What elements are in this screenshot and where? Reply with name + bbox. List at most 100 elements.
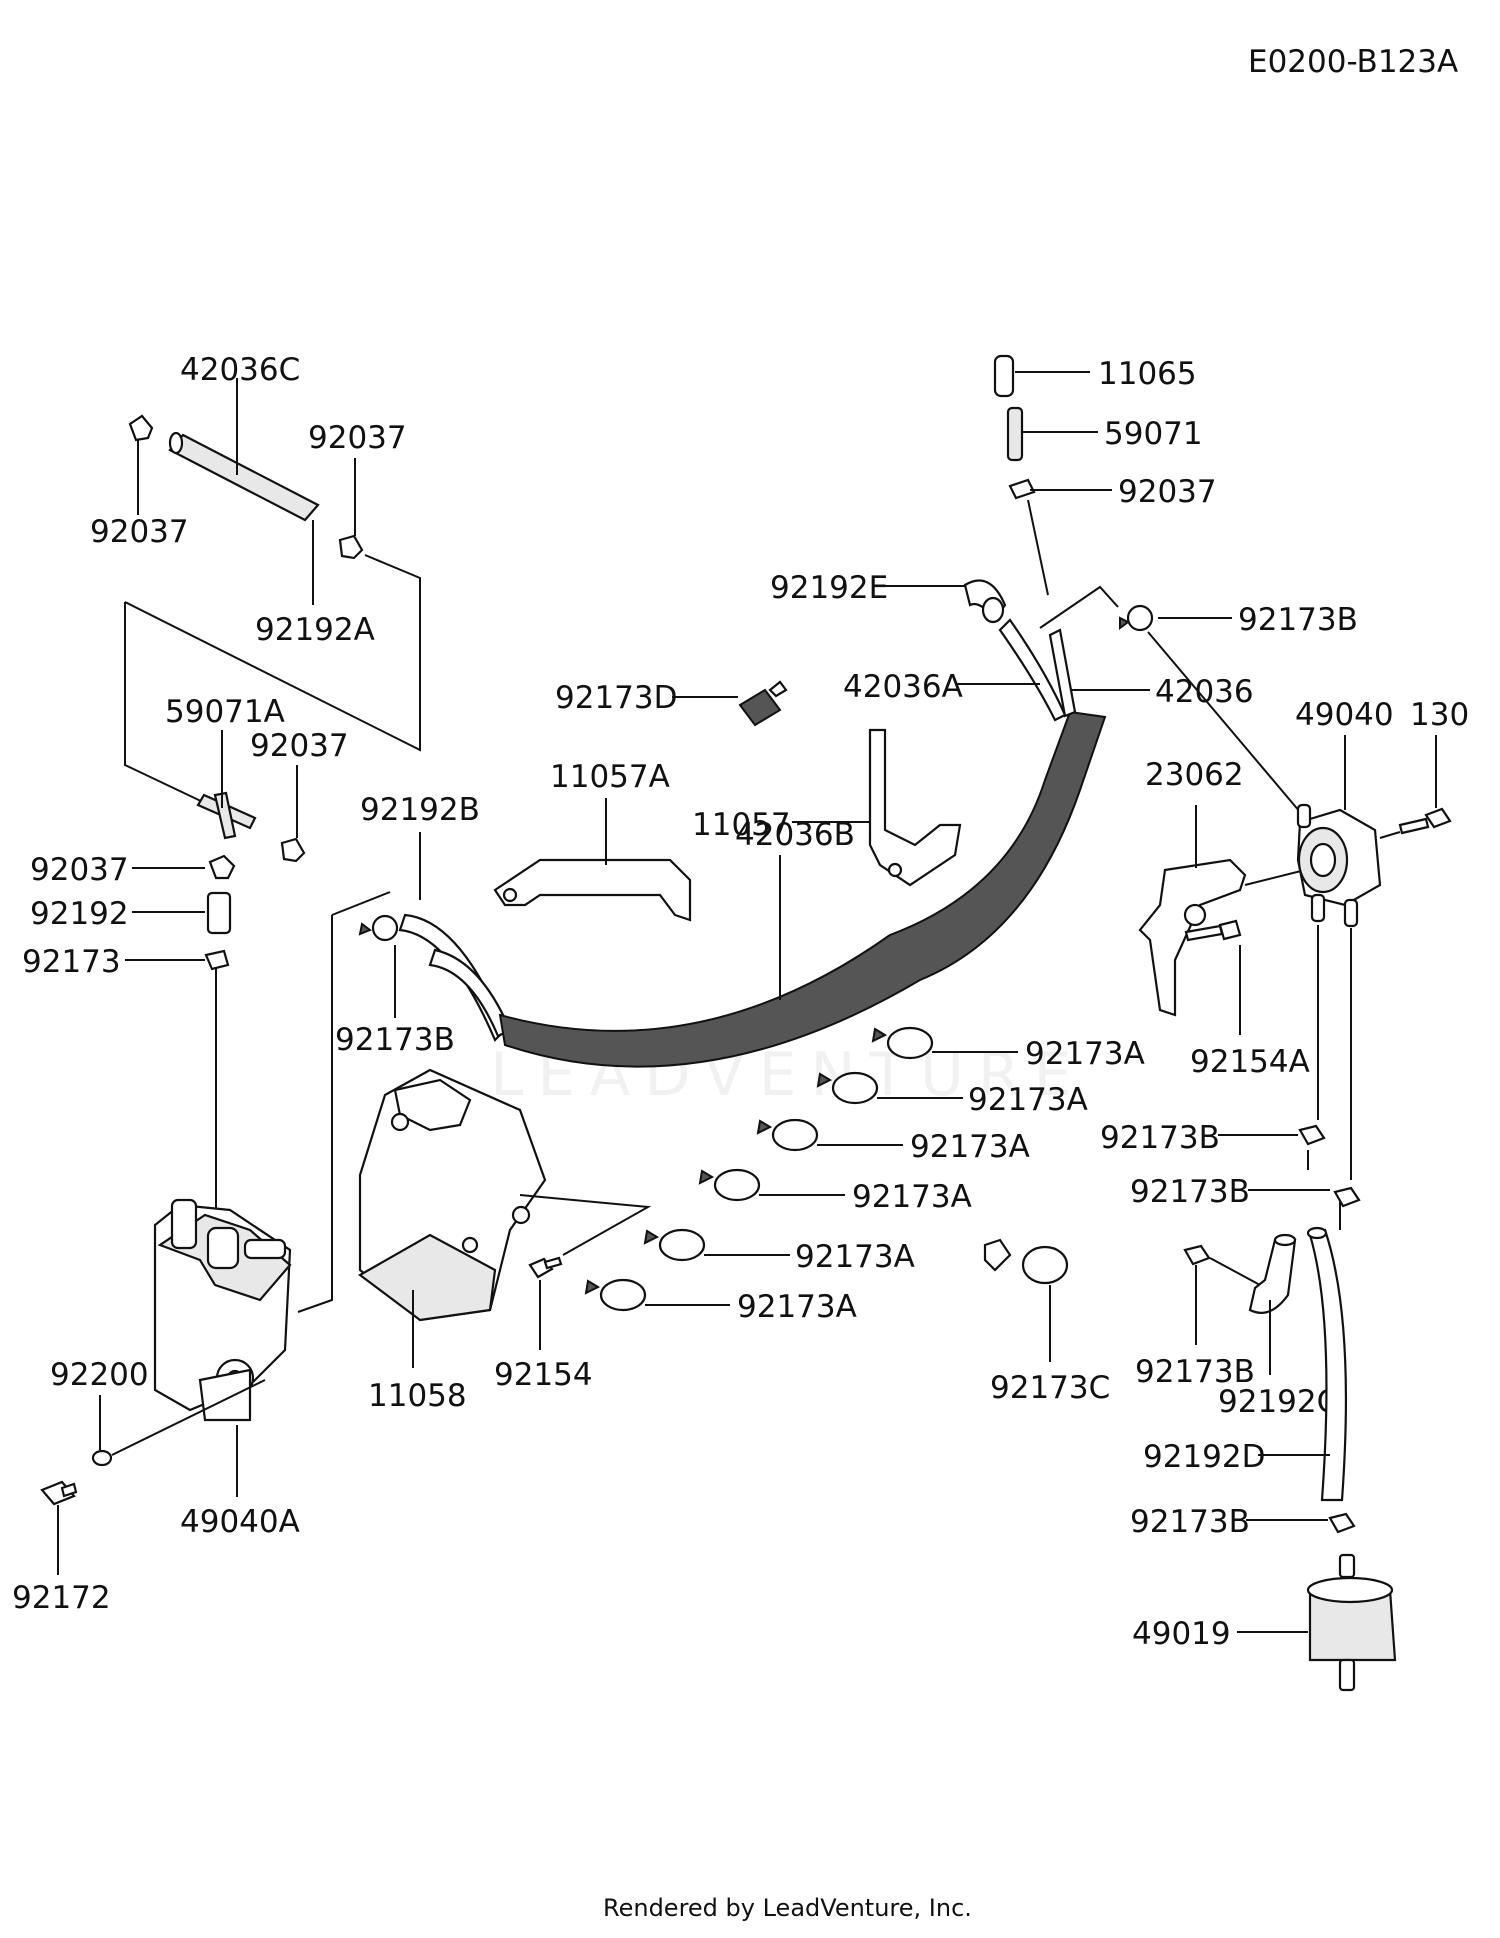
part-clip-92037-top-left — [128, 414, 154, 442]
part-washer-92200 — [91, 1449, 113, 1467]
part-hose-92192e — [963, 579, 1007, 624]
guide-130 — [1379, 831, 1401, 839]
label-92192e: 92192E — [770, 570, 888, 606]
label-92154: 92154 — [494, 1357, 593, 1393]
label-92173b-top: 92173B — [1238, 602, 1358, 638]
label-59071a: 59071A — [165, 694, 285, 730]
part-bolt-92154a — [1184, 919, 1242, 942]
part-hose-42036c — [168, 431, 320, 522]
label-92192d: 92192D — [1143, 1439, 1266, 1475]
label-92173b-left: 92173B — [335, 1022, 455, 1058]
guide-lines-top-left — [124, 554, 421, 752]
guide-92173b-top — [1147, 631, 1301, 813]
label-92173a-5: 92173A — [795, 1239, 915, 1275]
label-92173b-r3: 92173B — [1135, 1354, 1255, 1390]
label-42036c: 42036C — [180, 352, 300, 388]
label-92173: 92173 — [22, 944, 121, 980]
part-hose-42036a — [998, 618, 1077, 722]
label-11058: 11058 — [368, 1378, 467, 1414]
part-clip-92037-mid — [338, 534, 364, 560]
label-92037-mid: 92037 — [308, 420, 407, 456]
part-clamp-92173b-r4 — [1328, 1512, 1356, 1534]
label-92037-left: 92037 — [30, 852, 129, 888]
label-49019: 49019 — [1132, 1616, 1231, 1652]
part-tube-11065 — [993, 354, 1015, 398]
part-bolt-92154 — [528, 1256, 563, 1279]
label-92173b-r2: 92173B — [1130, 1174, 1250, 1210]
part-clip-92037-right — [1008, 478, 1036, 500]
part-bracket-11057a — [493, 858, 692, 922]
label-59071: 59071 — [1104, 416, 1203, 452]
guide-lines-filter — [297, 915, 333, 1313]
label-92173a-2: 92173A — [968, 1082, 1088, 1118]
guide-lines-filter-top — [331, 891, 391, 916]
part-hose-92192d — [1306, 1226, 1348, 1502]
part-fuel-pump-49040 — [1296, 803, 1382, 928]
label-92037-top-left: 92037 — [90, 514, 189, 550]
part-bracket-11057 — [868, 728, 962, 887]
part-bracket-23062 — [1138, 858, 1247, 1017]
part-joint-59071a — [196, 791, 257, 840]
label-11065: 11065 — [1098, 356, 1197, 392]
label-11057: 11057 — [692, 807, 791, 843]
label-92173a-3: 92173A — [910, 1129, 1030, 1165]
label-23062: 23062 — [1145, 757, 1244, 793]
part-clip-92037-b — [280, 837, 306, 863]
guide-lines-left — [124, 602, 206, 804]
label-92173b-r1: 92173B — [1100, 1120, 1220, 1156]
part-clamp-92173d — [738, 680, 788, 727]
label-130: 130 — [1410, 697, 1469, 733]
part-clamp-92173a-4 — [698, 1168, 761, 1202]
part-joint-59071 — [1006, 406, 1024, 462]
label-92173a-1: 92173A — [1025, 1036, 1145, 1072]
part-clamp-92173a-5 — [643, 1228, 706, 1262]
guide-r3 — [1209, 1257, 1261, 1286]
part-inline-filter-49019 — [1306, 1553, 1397, 1692]
part-bolt-130 — [1398, 807, 1452, 835]
label-42036a: 42036A — [843, 669, 963, 705]
part-corrugated-hose-42036b — [498, 710, 1107, 1068]
label-49040a: 49040A — [180, 1504, 300, 1540]
footer-credit: Rendered by LeadVenture, Inc. — [603, 1894, 972, 1922]
label-92173d: 92173D — [555, 680, 678, 716]
label-92037-right: 92037 — [1118, 474, 1217, 510]
guide-bracket — [519, 1194, 652, 1256]
label-42036: 42036 — [1155, 674, 1254, 710]
part-clip-92037-left — [208, 854, 236, 880]
part-clamp-92173b-left — [358, 914, 399, 942]
part-clamp-92173 — [204, 949, 230, 971]
label-92172: 92172 — [12, 1580, 111, 1616]
part-clamp-92173a-2 — [816, 1071, 879, 1105]
part-clamp-92173b-top — [1119, 604, 1154, 632]
label-92192b: 92192B — [360, 792, 480, 828]
part-bracket-11058 — [358, 1068, 547, 1322]
part-clamp-92173a-1 — [871, 1026, 934, 1060]
label-92173c: 92173C — [990, 1370, 1110, 1406]
part-clamp-92173b-r3 — [1183, 1244, 1211, 1266]
part-bolt-92172 — [40, 1480, 78, 1506]
label-92192a: 92192A — [255, 612, 375, 648]
part-clamp-92173a-6 — [584, 1278, 647, 1312]
label-92192: 92192 — [30, 896, 129, 932]
diagram-code: E0200-B123A — [1248, 44, 1458, 80]
label-49040: 49040 — [1295, 697, 1394, 733]
part-clamp-92173c — [983, 1238, 1069, 1285]
label-92200: 92200 — [50, 1357, 149, 1393]
part-fuel-filter-49040a — [153, 1198, 292, 1422]
guide-23062 — [1244, 869, 1306, 886]
part-clamp-92173b-r2 — [1333, 1186, 1361, 1208]
leader-92037-right-down — [1027, 499, 1049, 596]
label-92173b-r4: 92173B — [1130, 1504, 1250, 1540]
guide-washer — [111, 1379, 266, 1456]
part-tube-92192 — [206, 891, 232, 935]
label-92037-b: 92037 — [250, 728, 349, 764]
guide-hose-top — [1039, 585, 1119, 629]
label-11057a: 11057A — [550, 759, 670, 795]
part-clamp-92173b-r1 — [1298, 1124, 1326, 1146]
part-clamp-92173a-3 — [756, 1118, 819, 1152]
part-hose-92192c — [1248, 1233, 1297, 1314]
label-92173a-6: 92173A — [737, 1289, 857, 1325]
label-92173a-4: 92173A — [852, 1179, 972, 1215]
part-hose-92192b — [398, 913, 512, 1042]
